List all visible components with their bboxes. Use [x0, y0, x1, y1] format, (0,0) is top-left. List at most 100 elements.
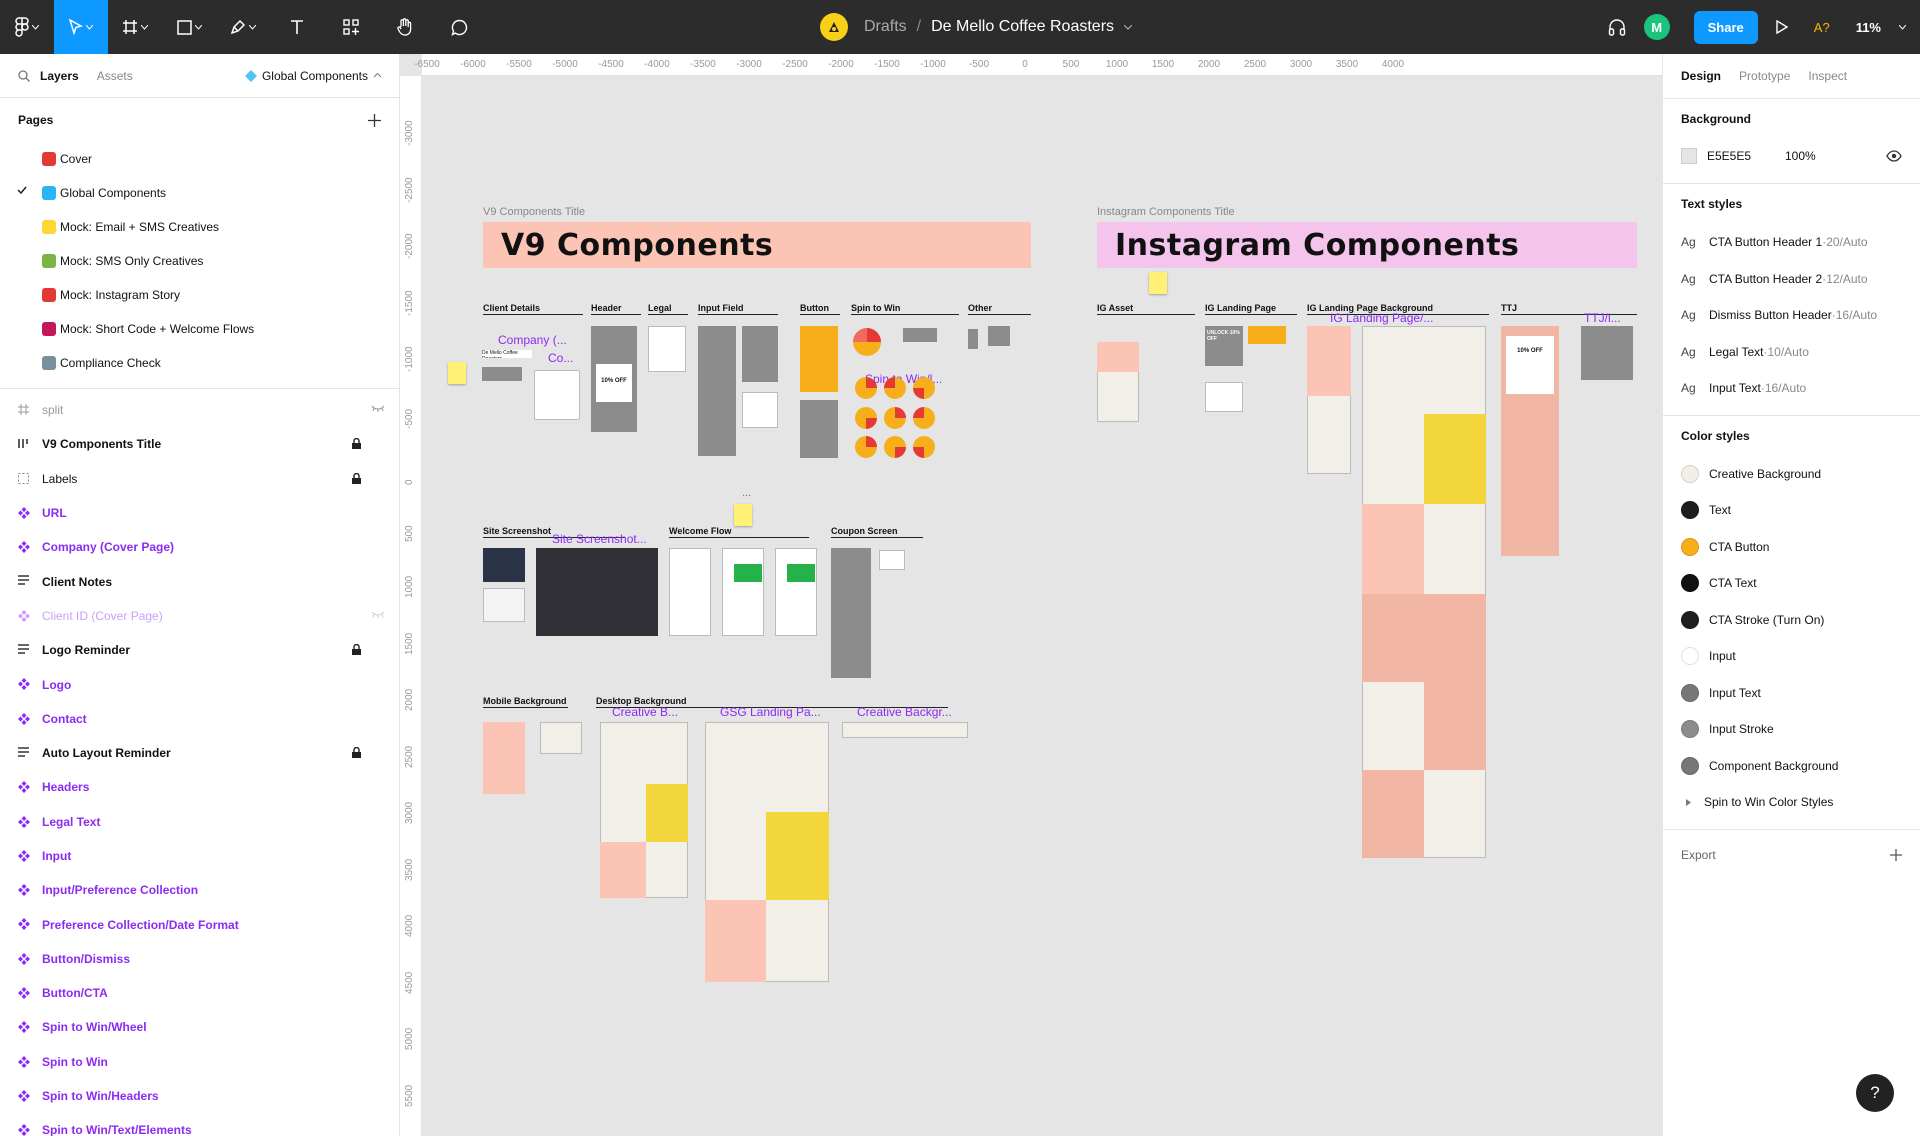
layer-row[interactable]: Button/CTA: [0, 976, 399, 1010]
color-style-item[interactable]: CTA Stroke (Turn On): [1681, 602, 1902, 639]
background-swatch[interactable]: [1681, 148, 1697, 164]
group-header[interactable]: Header: [591, 303, 641, 315]
group-ttj[interactable]: TTJ: [1501, 303, 1637, 315]
group-spin-to-win[interactable]: Spin to Win: [851, 303, 959, 315]
ig-title-label[interactable]: Instagram Components Title: [1097, 206, 1235, 218]
component-label-site[interactable]: Site Screenshot...: [552, 532, 647, 546]
background-opacity[interactable]: 100%: [1785, 149, 1816, 163]
component-label-creative-b[interactable]: Creative B...: [612, 705, 679, 719]
client-name-mini[interactable]: De Mello Coffee Roasters: [482, 350, 532, 358]
group-input-field[interactable]: Input Field: [698, 303, 778, 315]
other-mock-2[interactable]: [988, 326, 1010, 346]
group-welcome-flow[interactable]: Welcome Flow: [669, 526, 809, 538]
layer-row[interactable]: URL: [0, 496, 399, 530]
layer-row[interactable]: Spin to Win/Text/Elements: [0, 1113, 399, 1136]
color-style-item[interactable]: Text: [1681, 492, 1902, 529]
coupon-screen-mock[interactable]: [831, 548, 871, 678]
eye-closed-icon[interactable]: [371, 611, 385, 619]
present-play-icon[interactable]: [1776, 20, 1788, 34]
breadcrumb-drafts[interactable]: Drafts: [864, 18, 907, 35]
layer-row[interactable]: Labels: [0, 462, 399, 496]
layer-row[interactable]: Spin to Win/Wheel: [0, 1010, 399, 1044]
component-label-company[interactable]: Company (...: [498, 333, 567, 347]
layer-row[interactable]: Auto Layout Reminder: [0, 736, 399, 770]
color-style-item[interactable]: CTA Button: [1681, 529, 1902, 566]
lock-icon[interactable]: [352, 438, 361, 450]
headphones-icon[interactable]: [1608, 18, 1626, 36]
other-mock-1[interactable]: [968, 329, 978, 349]
file-name[interactable]: De Mello Coffee Roasters: [931, 18, 1115, 35]
tab-assets[interactable]: Assets: [96, 68, 133, 83]
ig-landing-cta[interactable]: [1248, 326, 1286, 344]
group-ig-landing-bg[interactable]: IG Landing Page Background: [1307, 303, 1489, 315]
v9-title-label[interactable]: V9 Components Title: [483, 206, 586, 218]
share-button[interactable]: Share: [1693, 10, 1758, 44]
button-dismiss-mock[interactable]: [800, 400, 838, 458]
layer-row[interactable]: Client Notes: [0, 564, 399, 598]
v9-title-banner[interactable]: V9 Components: [483, 222, 1031, 268]
lock-icon[interactable]: [352, 472, 361, 484]
sticky-note-3[interactable]: [1149, 272, 1167, 294]
creative-background-frame[interactable]: [842, 722, 968, 738]
layer-row[interactable]: Spin to Win: [0, 1045, 399, 1079]
team-avatar[interactable]: [820, 13, 848, 41]
background-fill-row[interactable]: E5E5E5 100%: [1681, 139, 1902, 173]
group-other[interactable]: Other: [968, 303, 1031, 315]
help-button[interactable]: ?: [1856, 1074, 1894, 1112]
chevron-down-icon[interactable]: [1124, 24, 1133, 30]
mobile-background-frame[interactable]: [483, 722, 525, 794]
sticky-note[interactable]: [448, 362, 466, 384]
layer-row[interactable]: split: [0, 393, 399, 427]
group-mobile-background[interactable]: Mobile Background: [483, 696, 568, 708]
component-label-gsg[interactable]: GSG Landing Pa...: [720, 705, 821, 719]
canvas[interactable]: -6500-6000-5500-5000-4500-4000-3500-3000…: [400, 54, 1662, 1136]
color-style-item[interactable]: CTA Text: [1681, 565, 1902, 602]
current-page-selector[interactable]: Global Components: [244, 69, 381, 83]
lock-icon[interactable]: [352, 644, 361, 656]
ttj-qr-frame[interactable]: [1581, 326, 1633, 380]
group-button[interactable]: Button: [800, 303, 840, 315]
color-style-item[interactable]: Creative Background: [1681, 456, 1902, 493]
welcome-flow-1[interactable]: [669, 548, 711, 636]
layer-row[interactable]: Client ID (Cover Page): [0, 599, 399, 633]
group-ig-landing-page[interactable]: IG Landing Page: [1205, 303, 1297, 315]
layer-row[interactable]: V9 Components Title: [0, 427, 399, 461]
color-style-item[interactable]: Input: [1681, 638, 1902, 675]
input-mock-2[interactable]: [742, 326, 778, 382]
header-offer-mini[interactable]: 10% OFF: [596, 364, 632, 402]
main-menu-button[interactable]: [0, 0, 54, 54]
eye-closed-icon[interactable]: [371, 405, 385, 413]
layer-row[interactable]: Headers: [0, 770, 399, 804]
button-cta-mock[interactable]: [800, 326, 838, 392]
pen-tool-button[interactable]: [216, 0, 270, 54]
input-mock-3[interactable]: [742, 392, 778, 428]
client-id-mini[interactable]: [482, 367, 522, 381]
tab-inspect[interactable]: Inspect: [1808, 69, 1848, 83]
mobile-background-plain[interactable]: [540, 722, 582, 754]
site-screenshot-mobile[interactable]: [483, 548, 525, 582]
ig-landing-mock[interactable]: UNLOCK 10% OFF: [1205, 326, 1243, 366]
legal-mock[interactable]: [648, 326, 686, 372]
eye-visibility-icon[interactable]: [1886, 150, 1902, 162]
group-site-screenshot[interactable]: Site Screenshot: [483, 526, 625, 538]
group-client-details[interactable]: Client Details: [483, 303, 583, 315]
group-legal[interactable]: Legal: [648, 303, 688, 315]
spin-to-win-wheels[interactable]: [851, 326, 961, 466]
layer-row[interactable]: Preference Collection/Date Format: [0, 907, 399, 941]
group-desktop-background[interactable]: Desktop Background: [596, 696, 948, 708]
input-mock-1[interactable]: [698, 326, 736, 456]
user-avatar[interactable]: M: [1643, 14, 1670, 40]
search-icon[interactable]: [18, 69, 30, 82]
page-item[interactable]: Mock: Email + SMS Creatives: [0, 210, 399, 244]
comment-tool-button[interactable]: [432, 0, 486, 54]
layer-row[interactable]: Legal Text: [0, 805, 399, 839]
site-screenshot-desktop[interactable]: [536, 548, 658, 636]
page-item[interactable]: Mock: SMS Only Creatives: [0, 244, 399, 278]
page-item[interactable]: Cover: [0, 142, 399, 176]
layer-row[interactable]: Company (Cover Page): [0, 530, 399, 564]
sticky-note-2[interactable]: [734, 504, 752, 526]
layer-row[interactable]: Input/Preference Collection: [0, 873, 399, 907]
layer-row[interactable]: Logo Reminder: [0, 633, 399, 667]
welcome-flow-2[interactable]: [722, 548, 764, 636]
